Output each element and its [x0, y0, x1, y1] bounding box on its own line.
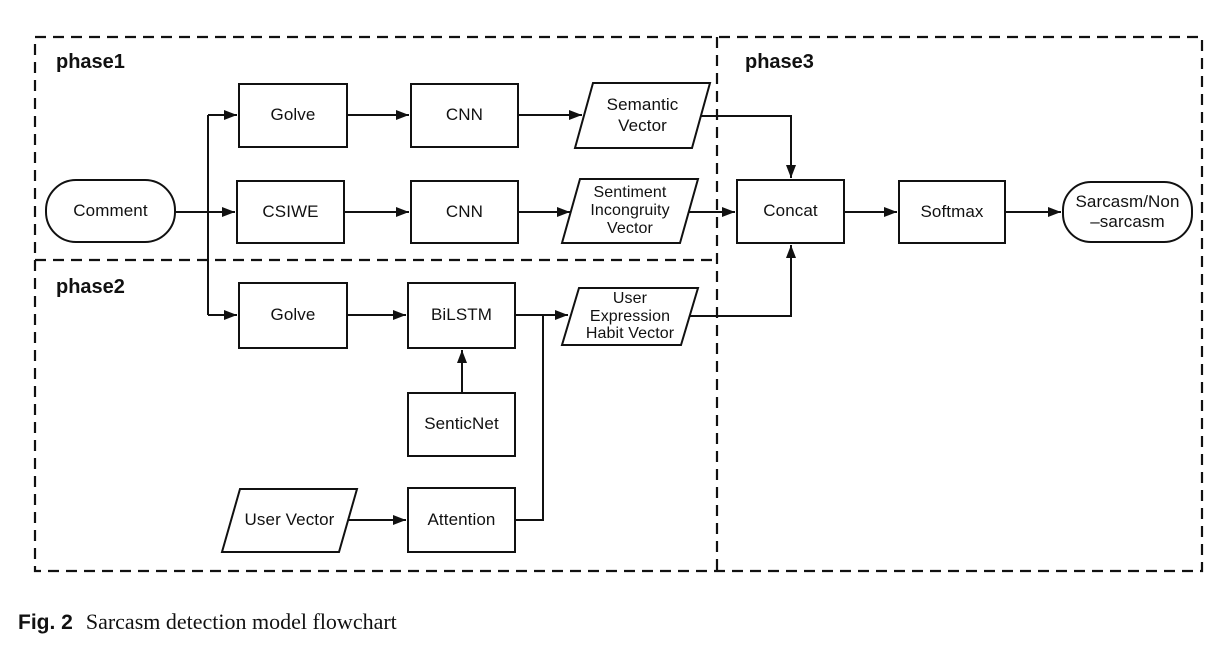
edge-attention-merge: [515, 315, 544, 521]
shape-cnn2-box: [410, 180, 519, 244]
shape-comment-terminator: [45, 179, 176, 243]
figure-caption-text: Sarcasm detection model flowchart: [85, 609, 397, 634]
node-cnn1: CNN: [445, 105, 484, 125]
phase2-label: phase2: [56, 276, 125, 298]
shape-cnn1-box: [410, 83, 519, 148]
shape-csiwe-box: [236, 180, 345, 244]
node-output: Sarcasm/Non –sarcasm: [1075, 191, 1180, 231]
edge-semantic-concat: [700, 115, 796, 178]
phase1-label: phase1: [56, 51, 125, 73]
shape-sentiment-vector-parallelogram: [560, 178, 700, 244]
shape-softmax-box: [898, 180, 1006, 244]
node-ueh-vector: User Expression Habit Vector: [585, 289, 675, 343]
phase3-label: phase3: [745, 51, 814, 73]
node-senticnet: SenticNet: [424, 414, 499, 434]
node-semantic-vector: Semantic Vector: [606, 95, 679, 135]
shape-golve1-box: [238, 83, 348, 148]
edge-ueh-concat: [689, 245, 796, 317]
node-softmax: Softmax: [920, 201, 984, 221]
node-golve1: Golve: [270, 105, 316, 125]
shape-golve2-box: [238, 282, 348, 349]
shape-bilstm-box: [407, 282, 516, 349]
shape-ueh-vector-parallelogram: [560, 287, 700, 346]
shape-attention-box: [407, 487, 516, 553]
node-bilstm: BiLSTM: [430, 305, 493, 325]
node-golve2: Golve: [270, 305, 316, 325]
node-cnn2: CNN: [445, 201, 484, 221]
node-comment: Comment: [73, 200, 148, 220]
shape-senticnet-box: [407, 392, 516, 457]
figure-caption: Fig. 2 Sarcasm detection model flowchart: [18, 609, 397, 635]
shape-concat-box: [736, 179, 845, 244]
shape-user-vector-parallelogram: [220, 488, 359, 553]
phases-outer-frame: [33, 35, 1204, 573]
node-user-vector: User Vector: [244, 510, 335, 530]
node-csiwe: CSIWE: [262, 201, 319, 221]
node-sentiment-vector: Sentiment Incongruity Vector: [590, 184, 670, 237]
node-attention: Attention: [427, 509, 496, 529]
shape-semantic-vector-parallelogram: [573, 82, 712, 149]
shape-output-terminator: [1062, 181, 1193, 243]
node-concat: Concat: [763, 201, 818, 221]
figure-caption-label: Fig. 2: [18, 611, 73, 634]
